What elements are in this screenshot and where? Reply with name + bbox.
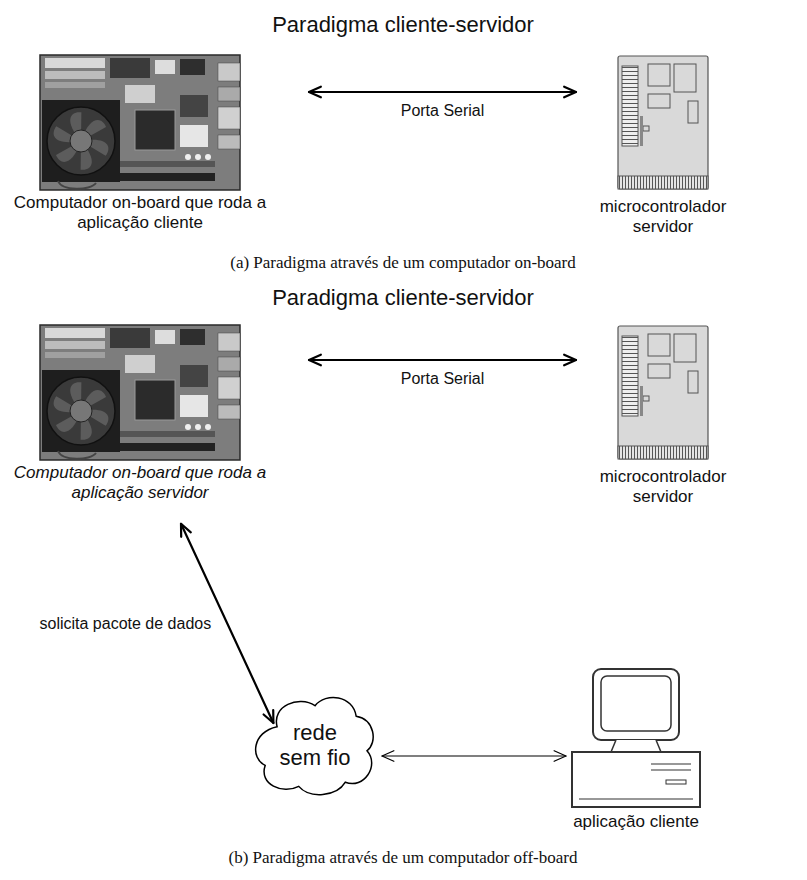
connector-line <box>309 91 576 93</box>
node-caption: aplicação cliente <box>552 812 720 832</box>
cloud-shape <box>256 697 374 794</box>
connector <box>309 87 576 98</box>
node-caption: microcontrolador servidor <box>584 467 742 508</box>
arrow-head <box>309 355 321 366</box>
arrow-head <box>564 355 576 366</box>
microcontroller-picture <box>618 56 708 189</box>
motherboard-picture <box>40 325 240 460</box>
figure-caption: (b) Paradigma através de um computador o… <box>228 848 577 868</box>
node-caption: microcontrolador servidor <box>584 197 742 238</box>
panel-title: Paradigma cliente-servidor <box>272 285 534 311</box>
arrow-head <box>382 751 394 762</box>
arrow-head <box>264 710 274 723</box>
edge-label: Porta Serial <box>399 369 487 388</box>
arrow-head <box>564 87 576 98</box>
wireless-cloud: rede sem fio <box>250 690 380 800</box>
edge-label: solicita pacote de dados <box>38 614 214 633</box>
connector-line <box>382 755 566 756</box>
edge-label: Porta Serial <box>399 101 487 120</box>
connector <box>382 751 566 762</box>
node-caption: Computador on-board que roda a aplicação… <box>11 193 269 234</box>
microcontroller: microcontrolador servidor <box>584 320 742 508</box>
motherboard-picture <box>40 55 240 190</box>
connector <box>309 355 576 366</box>
cloud-label: rede sem fio <box>274 720 356 771</box>
client-computer: aplicação cliente <box>552 665 720 832</box>
arrow-head <box>309 87 321 98</box>
node-caption: Computador on-board que roda a aplicação… <box>11 463 269 504</box>
computer-picture <box>572 669 700 807</box>
arrow-head <box>181 524 191 537</box>
microcontroller: microcontrolador servidor <box>584 50 742 238</box>
arrow-head <box>554 751 566 762</box>
microcontroller-picture <box>618 326 708 459</box>
panel-title: Paradigma cliente-servidor <box>272 12 534 38</box>
connector-line <box>309 359 576 361</box>
onboard-computer: Computador on-board que roda a aplicação… <box>11 50 269 234</box>
figure-caption: (a) Paradigma através de um computador o… <box>230 253 576 273</box>
onboard-computer: Computador on-board que roda a aplicação… <box>11 320 269 504</box>
